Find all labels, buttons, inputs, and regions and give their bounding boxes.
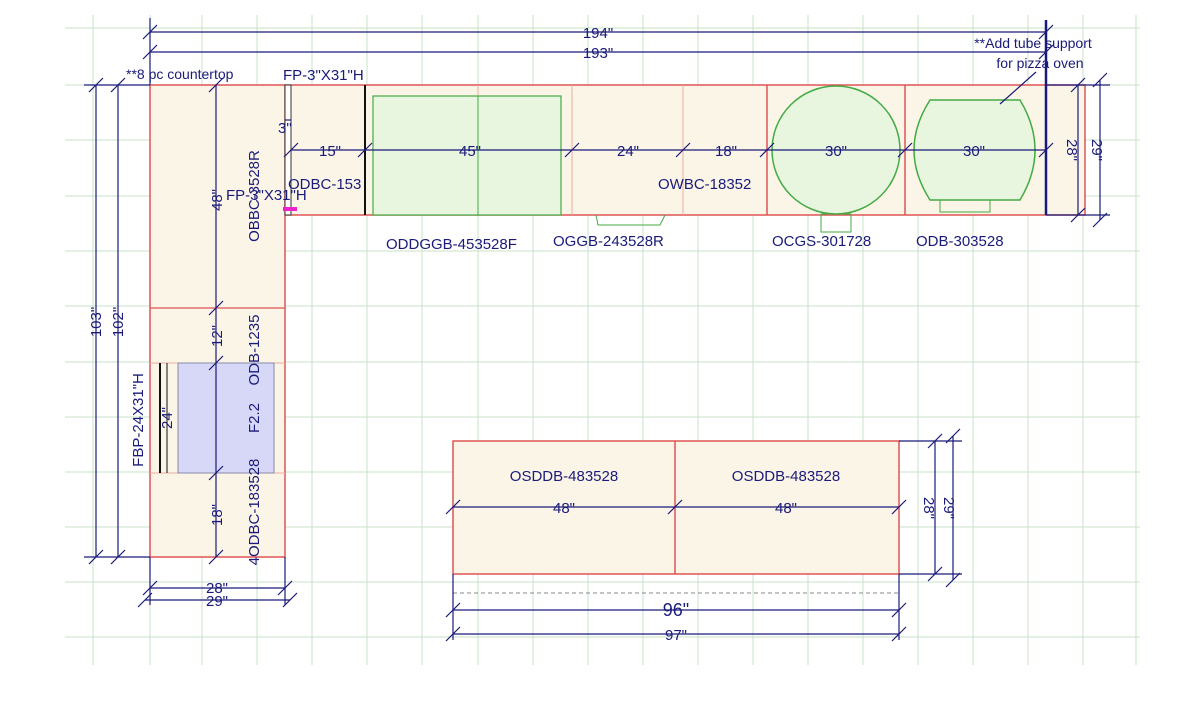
label-oggb: OGGB-243528R: [553, 233, 664, 250]
dim-28-bottom: 28": [206, 580, 228, 597]
dim-96: 96": [663, 600, 689, 620]
sink-basin: [177, 362, 275, 474]
label-f22: F2.2: [246, 403, 263, 433]
dim-28-island: 28": [920, 497, 937, 519]
dim-18-vertical: 18": [209, 504, 226, 526]
dim-103: 103": [88, 307, 105, 337]
dim-12-vertical: 12": [209, 325, 226, 347]
dim-193: 193": [583, 45, 613, 62]
label-ocgs: OCGS-301728: [772, 233, 871, 250]
dim-194: 194": [583, 25, 613, 42]
dimension-lines: [84, 18, 1110, 642]
dim-29-island: 29": [940, 497, 957, 519]
label-osddb-1: OSDDB-483528: [510, 468, 618, 485]
pizza-oven-base: [820, 213, 852, 233]
dim-18-top: 18": [715, 143, 737, 160]
dim-15: 15": [319, 143, 341, 160]
label-fp-top: FP-3"X31"H: [283, 67, 364, 84]
dim-30b: 30": [963, 143, 985, 160]
appliance-tab: [595, 214, 666, 226]
label-odbc153: ODBC-153: [288, 176, 361, 193]
label-fp-mid: FP-3"X31"H: [226, 187, 307, 204]
label-obbc: OBBC-3528R: [246, 150, 263, 242]
dim-30a: 30": [825, 143, 847, 160]
label-oddggb: ODDGGB-453528F: [386, 236, 517, 253]
dim-28-right: 28": [1063, 139, 1080, 161]
label-odb303: ODB-303528: [916, 233, 1004, 250]
dim-3: 3": [278, 120, 292, 137]
dim-24-top: 24": [617, 143, 639, 160]
label-owbc: OWBC-18352: [658, 176, 751, 193]
filler-marker: [283, 207, 297, 211]
dim-29-bottom: 29": [206, 593, 228, 610]
dim-97: 97": [665, 627, 687, 644]
note-countertop: **8 pc countertop: [126, 66, 234, 82]
label-osddb-2: OSDDB-483528: [732, 468, 840, 485]
grill-appliance: [372, 95, 562, 216]
label-odbc1835: 4ODBC-183528: [246, 459, 263, 566]
dim-48-island-a: 48": [553, 500, 575, 517]
dim-48-vertical: 48": [209, 189, 226, 211]
dim-24-vertical: 24": [159, 407, 176, 429]
oven-dome-base: [939, 199, 991, 213]
dim-29-right: 29": [1088, 139, 1105, 161]
dim-102: 102": [110, 307, 127, 337]
dim-48-island-b: 48": [775, 500, 797, 517]
note-tube-line1: **Add tube support: [974, 35, 1092, 51]
left-run-countertop: [149, 84, 286, 558]
label-odb1235: ODB-1235: [246, 315, 263, 386]
note-tube-line2: for pizza oven: [996, 55, 1083, 71]
dim-45: 45": [459, 143, 481, 160]
label-fbp: FBP-24X31"H: [130, 373, 147, 467]
